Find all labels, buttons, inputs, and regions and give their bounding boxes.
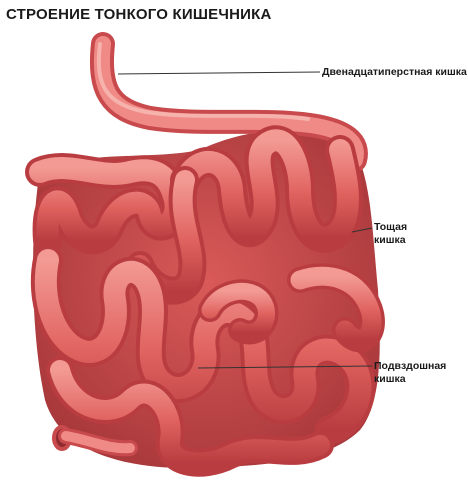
label-ileum-line2: кишка — [374, 373, 446, 386]
label-ileum-line1: Подвздошная — [374, 360, 446, 373]
label-jejunum-line1: Тощая — [374, 221, 407, 234]
label-jejunum-line2: кишка — [374, 234, 407, 247]
label-ileum: Подвздошная кишка — [374, 360, 446, 386]
label-jejunum: Тощая кишка — [374, 221, 407, 247]
leader-line-duodenum — [118, 72, 320, 74]
label-duodenum: Двенадцатиперстная кишка — [322, 66, 467, 79]
